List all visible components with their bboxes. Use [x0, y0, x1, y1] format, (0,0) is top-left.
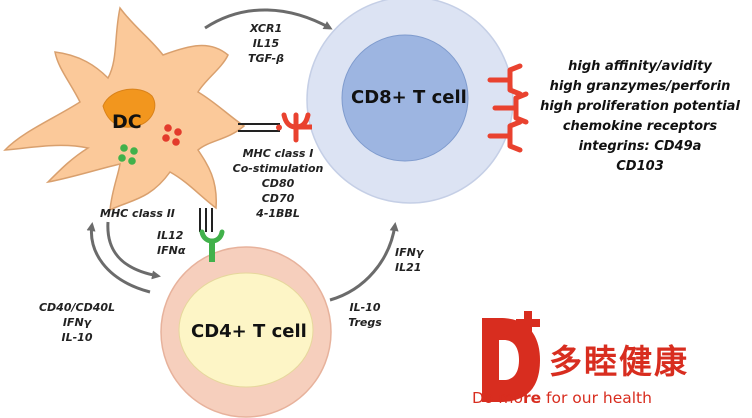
slogan-highlight: re	[522, 389, 542, 407]
property-proliferation: high proliferation potential	[540, 99, 740, 114]
4-1bbl-label: 4-1BBL	[256, 207, 300, 220]
mediator-ifn-gamma-cd8: IFNγ	[395, 246, 424, 259]
property-chemokine-receptors: chemokine receptors	[562, 119, 718, 134]
arrow-cd4-to-dc	[86, 222, 151, 294]
dc-green-granule	[130, 147, 138, 155]
dc-red-granule	[172, 138, 180, 146]
arrow-cd4-to-cd8	[329, 222, 399, 302]
cd4-cell-label: CD4+ T cell	[191, 321, 307, 342]
mhc-class-i-label: MHC class I	[242, 147, 314, 160]
cd4-dc-mediators: CD40/CD40L IFNγ IL-10	[22, 300, 132, 345]
property-cd103: CD103	[616, 159, 664, 174]
cd4-t-cell	[160, 246, 332, 418]
dc-label: DC	[112, 111, 142, 133]
dendritic-cell	[3, 6, 246, 212]
property-affinity: high affinity/avidity	[568, 59, 712, 74]
mhc-class-ii-synapse	[199, 208, 225, 262]
mediator-il15: IL15	[252, 37, 280, 50]
cd70-label: CD70	[261, 192, 295, 205]
property-granzymes: high granzymes/perforin	[549, 79, 731, 94]
brand-slogan: Do more for our health	[472, 389, 652, 407]
mediator-ifn-alpha: IFNα	[157, 244, 186, 257]
dc-red-granule	[162, 134, 170, 142]
mediator-ifn-gamma: IFNγ	[62, 316, 92, 329]
dc-green-granule	[128, 157, 136, 165]
il-10-label: IL-10	[349, 301, 381, 314]
dc-cd4-mediators: IL12 IFNα	[157, 228, 185, 258]
mediator-cd40-cd40l: CD40/CD40L	[38, 301, 116, 314]
mediator-il12: IL12	[157, 229, 184, 242]
dc-green-granule	[118, 154, 126, 162]
cd8-properties-list: high affinity/avidity high granzymes/per…	[530, 57, 750, 177]
mediator-xcr1: XCR1	[249, 22, 283, 35]
co-stimulation-label: Co-stimulation	[232, 162, 324, 175]
mhc-class-i-block: MHC class I Co-stimulation CD80 CD70 4-1…	[218, 146, 338, 221]
cd4-cd8-mediators: IFNγ IL21	[395, 245, 423, 275]
mhc-class-ii-label: MHC class II	[100, 207, 175, 220]
brand-name-cn: 多睦健康	[549, 342, 689, 381]
arrow-dc-to-cd4	[106, 221, 161, 280]
property-integrins: integrins: CD49a	[578, 139, 702, 154]
dc-red-granule	[164, 124, 172, 132]
arrow-dc-to-cd8	[204, 8, 333, 30]
mediator-il-10: IL-10	[61, 331, 93, 344]
slogan-suffix: for our health	[541, 389, 652, 407]
interaction-arrows	[86, 8, 399, 302]
cd8-cell-label: CD8+ T cell	[351, 87, 467, 108]
cd8-surface-receptors	[487, 63, 529, 153]
slogan-prefix: Do mo	[472, 389, 523, 407]
brand-logo-mark	[482, 311, 540, 402]
mhc-class-i-synapse	[238, 112, 312, 143]
tregs-label: Tregs	[348, 316, 382, 329]
mediator-il21: IL21	[395, 261, 422, 274]
cd8-t-cell	[306, 0, 514, 204]
mediator-tgf-beta: TGF-β	[248, 52, 284, 65]
dc-cd8-mediators: XCR1 IL15 TGF-β	[236, 21, 296, 66]
dc-red-granule	[174, 128, 182, 136]
cd4-regulatory-labels: IL-10 Tregs	[337, 300, 393, 330]
dc-green-granule	[120, 144, 128, 152]
cd80-label: CD80	[261, 177, 295, 190]
